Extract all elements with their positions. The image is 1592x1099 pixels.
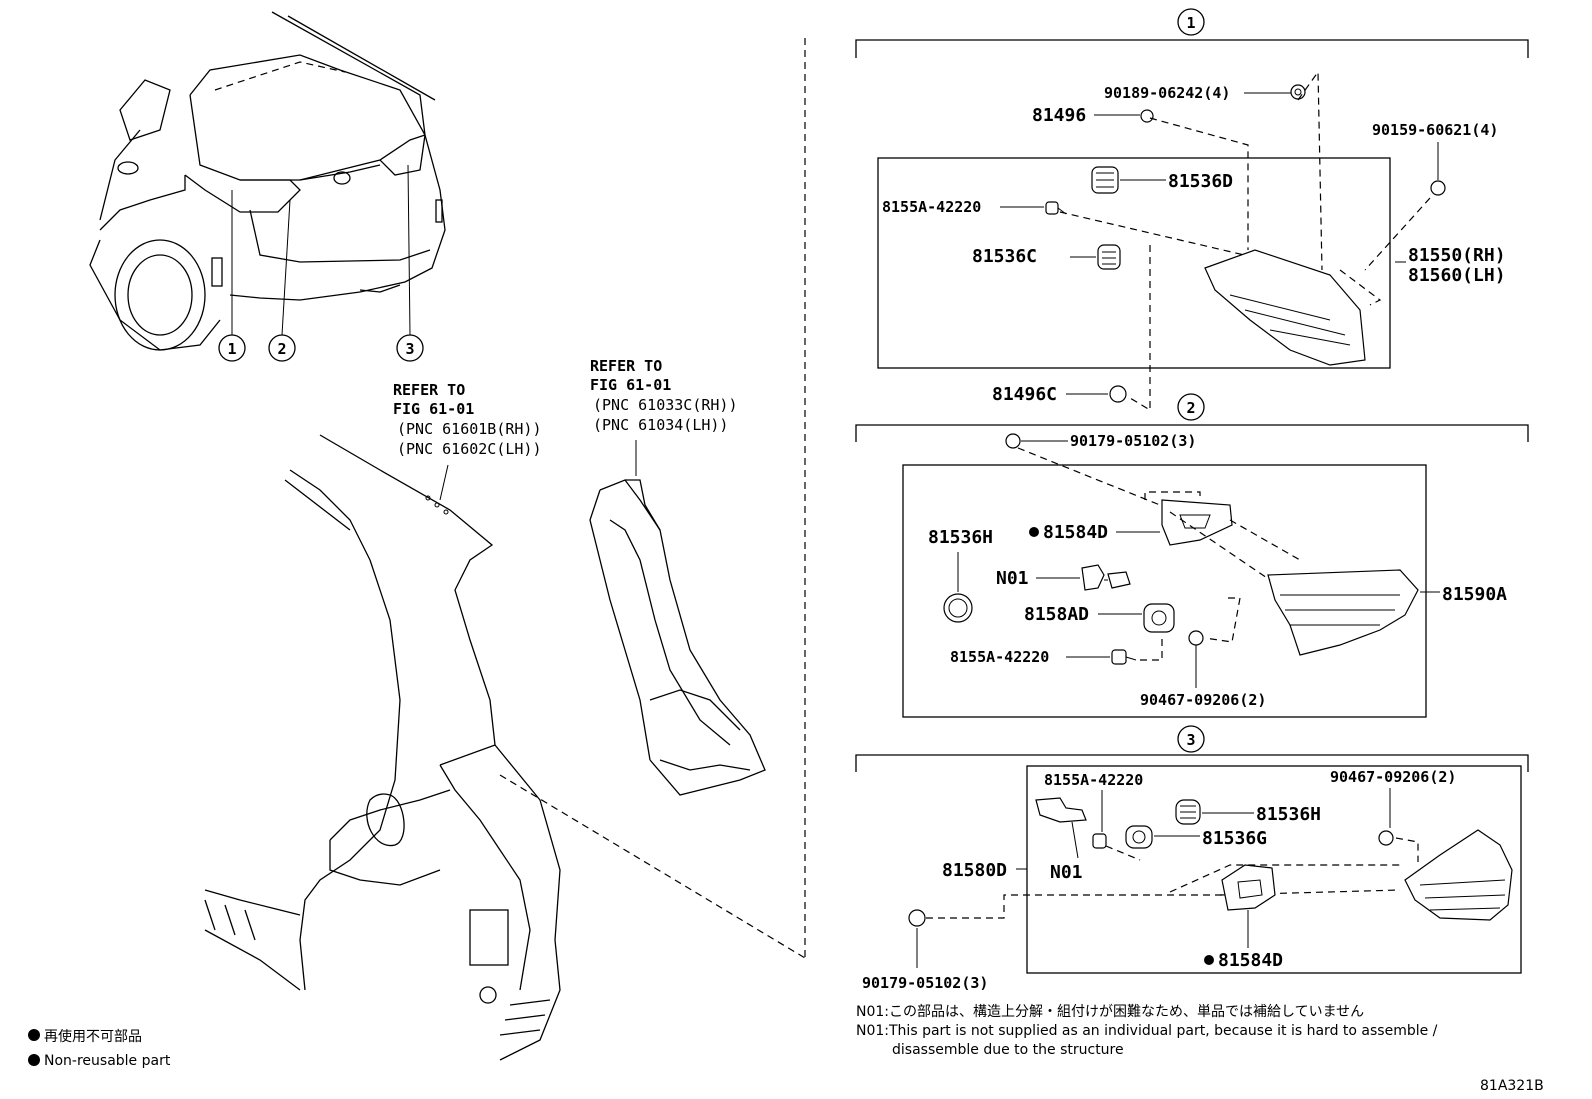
- svg-text:81536H: 81536H: [928, 527, 993, 548]
- inner-panel-illustration: [589, 440, 766, 796]
- svg-text:Non-reusable part: Non-reusable part: [44, 1053, 171, 1069]
- screw-icon: [1378, 830, 1394, 846]
- svg-text:81584D: 81584D: [1043, 522, 1108, 543]
- svg-text:81536G: 81536G: [1202, 828, 1267, 849]
- svg-text:3: 3: [405, 340, 414, 358]
- svg-text:FIG 61-01: FIG 61-01: [393, 400, 474, 418]
- svg-text:FIG 61-01: FIG 61-01: [590, 376, 671, 394]
- callout-1-car: 1: [218, 334, 246, 362]
- svg-text:(PNC 61601B(RH)): (PNC 61601B(RH)): [397, 420, 542, 438]
- legend: 再使用不可部品 Non-reusable part: [28, 1028, 171, 1069]
- svg-text:(PNC 61033C(RH)): (PNC 61033C(RH)): [593, 396, 738, 414]
- car-rear-illustration: [89, 11, 446, 351]
- svg-text:8158AD: 8158AD: [1024, 604, 1089, 625]
- callout-3-group: 3: [1177, 725, 1205, 753]
- svg-text:N01:この部品は、構造上分解・組付けが困難なため、単品では: N01:この部品は、構造上分解・組付けが困難なため、単品では補給していません: [856, 1004, 1364, 1020]
- socket-icon: [1175, 799, 1201, 825]
- socket-icon: [1091, 166, 1119, 194]
- callout-2-group: 2: [1177, 393, 1205, 421]
- svg-text:N01: N01: [996, 568, 1029, 589]
- svg-text:81536H: 81536H: [1256, 804, 1321, 825]
- svg-text:90159-60621(4): 90159-60621(4): [1372, 121, 1498, 139]
- bulb-icon: [1092, 833, 1107, 849]
- svg-text:2: 2: [277, 340, 286, 358]
- socket-icon: [943, 593, 973, 623]
- svg-text:8155A-42220: 8155A-42220: [1044, 771, 1143, 789]
- svg-text:81496C: 81496C: [992, 384, 1057, 405]
- taillight-lens-icon: [1404, 829, 1513, 921]
- group-1-taillight-assembly: 1 90189-06242(4) 81496 90159-60621(4) 81…: [855, 8, 1529, 412]
- quarter-panel-illustration: [204, 38, 806, 1061]
- svg-text:REFER TO: REFER TO: [590, 357, 662, 375]
- svg-text:N01: N01: [1050, 862, 1083, 883]
- svg-text:3: 3: [1186, 731, 1195, 749]
- clip-icon: [1140, 109, 1154, 123]
- wire-harness-icon: [1081, 564, 1131, 591]
- svg-text:1: 1: [227, 340, 236, 358]
- svg-text:(PNC 61602C(LH)): (PNC 61602C(LH)): [397, 440, 542, 458]
- svg-text:81580D: 81580D: [942, 860, 1007, 881]
- bracket-icon: [1221, 864, 1276, 911]
- svg-text:81536D: 81536D: [1168, 171, 1233, 192]
- svg-text:81536C: 81536C: [972, 246, 1037, 267]
- svg-text:N01:This part is not supplied: N01:This part is not supplied as an indi…: [856, 1023, 1438, 1039]
- svg-text:81590A: 81590A: [1442, 584, 1507, 605]
- taillight-lens-icon: [1204, 249, 1366, 366]
- screw-icon: [1188, 630, 1204, 650]
- svg-text:8155A-42220: 8155A-42220: [882, 198, 981, 216]
- socket-icon: [1143, 603, 1175, 633]
- svg-text:90179-05102(3): 90179-05102(3): [1070, 432, 1196, 450]
- clip-icon: [1109, 385, 1127, 403]
- svg-text:2: 2: [1186, 399, 1195, 417]
- svg-text:8155A-42220: 8155A-42220: [950, 648, 1049, 666]
- group-2-taillight-assembly: 2 90179-05102(3) 81584D 81536H N01: [855, 393, 1529, 718]
- svg-text:90189-06242(4): 90189-06242(4): [1104, 84, 1230, 102]
- clip-icon: [1005, 433, 1021, 449]
- figure-id: 81A321B: [1480, 1078, 1544, 1094]
- svg-text:disassemble due to the structu: disassemble due to the structure: [892, 1042, 1124, 1058]
- wire-harness-icon: [1035, 797, 1087, 823]
- socket-icon: [1125, 825, 1153, 849]
- svg-text:90467-09206(2): 90467-09206(2): [1140, 691, 1266, 709]
- taillight-lens-icon: [1267, 569, 1419, 656]
- svg-text:1: 1: [1186, 14, 1195, 32]
- refer-to-quarter-panel: REFER TO FIG 61-01 (PNC 61601B(RH)) (PNC…: [393, 381, 542, 458]
- bracket-icon: [1161, 499, 1233, 546]
- clip-icon: [908, 909, 926, 927]
- refer-to-inner-panel: REFER TO FIG 61-01 (PNC 61033C(RH)) (PNC…: [590, 357, 738, 434]
- bolt-icon: [1290, 84, 1306, 100]
- bulb-icon: [1111, 649, 1137, 665]
- callout-3-car: 3: [396, 334, 424, 362]
- callout-1-group: 1: [1177, 8, 1205, 36]
- group-3-taillight-assembly: 3 8155A-42220 90467-09206(2) N01 81536H: [855, 725, 1529, 992]
- callout-2-car: 2: [268, 334, 296, 362]
- svg-text:90467-09206(2): 90467-09206(2): [1330, 768, 1456, 786]
- socket-icon: [1097, 244, 1121, 270]
- screw-icon: [1430, 180, 1446, 196]
- svg-text:81560(LH): 81560(LH): [1408, 265, 1506, 286]
- svg-text:81584D: 81584D: [1218, 950, 1283, 971]
- svg-text:81496: 81496: [1032, 105, 1086, 126]
- svg-text:81550(RH): 81550(RH): [1408, 245, 1506, 266]
- svg-text:(PNC 61034(LH)): (PNC 61034(LH)): [593, 416, 728, 434]
- svg-text:REFER TO: REFER TO: [393, 381, 465, 399]
- svg-text:再使用不可部品: 再使用不可部品: [44, 1028, 142, 1045]
- svg-text:90179-05102(3): 90179-05102(3): [862, 974, 988, 992]
- n01-notes: N01:この部品は、構造上分解・組付けが困難なため、単品では補給していません N…: [856, 1004, 1438, 1058]
